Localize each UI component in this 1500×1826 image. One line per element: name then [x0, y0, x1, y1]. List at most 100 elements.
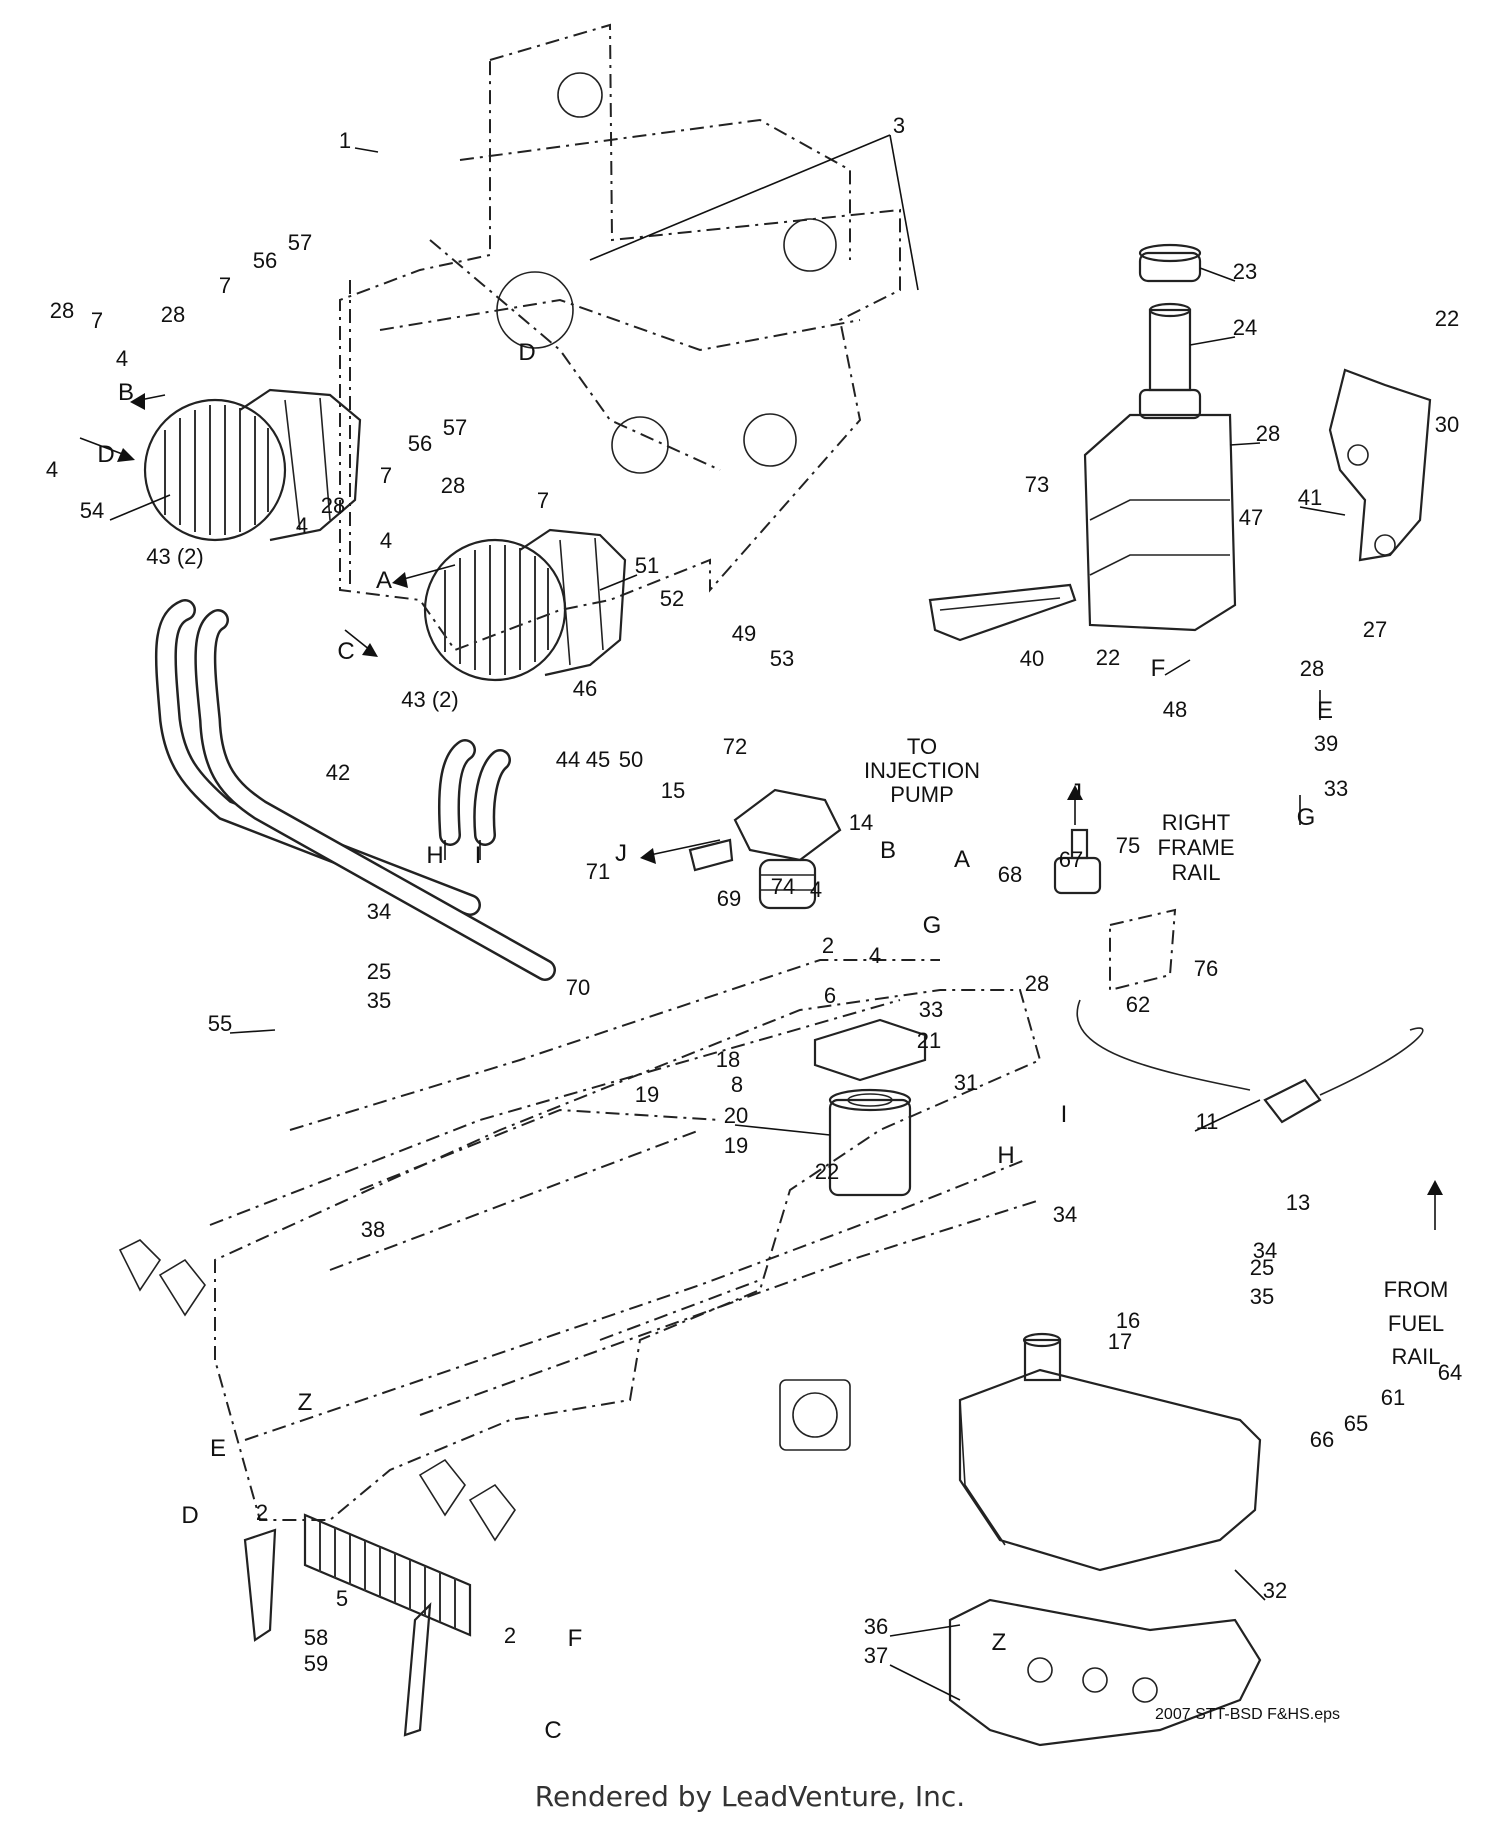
- flow-connection-letter: F: [568, 1625, 583, 1652]
- part-callout: 73: [1025, 472, 1049, 497]
- part-callout: 75: [1116, 833, 1140, 858]
- main-frame: [118, 959, 1042, 1542]
- flow-connection-letter: A: [954, 846, 970, 873]
- flow-connection-letter: E: [210, 1435, 226, 1462]
- part-callout: 72: [723, 734, 747, 759]
- flow-connection-letter: H: [426, 842, 443, 869]
- flow-connection-letter: B: [880, 837, 896, 864]
- part-callout: 39: [1314, 731, 1338, 756]
- part-callout: 76: [1194, 956, 1218, 981]
- hydraulic-hoses: [154, 599, 556, 981]
- flow-connection-letter: C: [337, 638, 354, 665]
- part-callout: 69: [717, 886, 741, 911]
- flow-connection-letter: I: [1061, 1101, 1068, 1128]
- part-callout: 43 (2): [401, 687, 458, 712]
- flow-connection-letter: G: [923, 912, 942, 939]
- part-callout: 16: [1116, 1308, 1140, 1333]
- flow-connection-letter: J: [615, 840, 627, 867]
- part-callout: 33: [1324, 776, 1348, 801]
- part-callout: 20: [724, 1103, 748, 1128]
- part-callout: 7: [380, 463, 392, 488]
- part-callout: 54: [80, 498, 104, 523]
- note-line: RAIL: [1172, 860, 1221, 885]
- note-line: TO: [907, 734, 937, 759]
- part-callout: 44: [556, 747, 580, 772]
- part-callout: 5: [336, 1586, 348, 1611]
- hydro-pump-right: [423, 528, 627, 682]
- part-callout: 14: [849, 810, 873, 835]
- flow-connection-letter: B: [118, 379, 134, 406]
- part-callout: 30: [1435, 412, 1459, 437]
- part-callout: 74: [771, 874, 795, 899]
- part-callout: 49: [732, 621, 756, 646]
- flow-connection-letter: D: [97, 441, 114, 468]
- part-callout: 8: [731, 1072, 743, 1097]
- part-callout: 22: [815, 1159, 839, 1184]
- part-callout: 4: [46, 457, 58, 482]
- part-callout: 28: [1025, 971, 1049, 996]
- part-callout: 7: [219, 273, 231, 298]
- source-file-name: 2007 STT-BSD F&HS.eps: [1155, 1706, 1340, 1723]
- part-callout: 28: [321, 493, 345, 518]
- part-callout: 15: [661, 778, 685, 803]
- part-callout: 28: [441, 473, 465, 498]
- flow-connection-letter: D: [181, 1502, 198, 1529]
- render-credit: Rendered by LeadVenture, Inc.: [534, 1780, 966, 1813]
- note-line: INJECTION: [864, 758, 980, 783]
- flow-connection-letter: E: [1317, 697, 1333, 724]
- part-callout: 70: [566, 975, 590, 1000]
- part-callout: 28: [1300, 656, 1324, 681]
- fuel-pump-assembly: [1053, 828, 1424, 1124]
- part-callout: 40: [1020, 646, 1044, 671]
- part-callout: 41: [1298, 485, 1322, 510]
- part-callout: 7: [91, 308, 103, 333]
- part-callout: 4: [380, 528, 392, 553]
- part-callout: 50: [619, 747, 643, 772]
- part-callout: 45: [586, 747, 610, 772]
- part-callout: 31: [954, 1070, 978, 1095]
- flow-connection-letter: Z: [992, 1629, 1007, 1656]
- part-callout: 57: [288, 230, 312, 255]
- part-callout: 13: [1286, 1190, 1310, 1215]
- part-callout: 2: [504, 1623, 516, 1648]
- part-callout: 17: [1108, 1329, 1132, 1354]
- part-callout: 21: [917, 1028, 941, 1053]
- part-callout: 4: [116, 346, 128, 371]
- part-callout: 55: [208, 1011, 232, 1036]
- flow-connection-letter: D: [518, 339, 535, 366]
- part-callout: 2: [822, 933, 834, 958]
- part-callout: 25: [367, 959, 391, 984]
- part-callout: 34: [367, 899, 391, 924]
- flow-connection-letter: Z: [298, 1389, 313, 1416]
- part-callout: 25: [1250, 1255, 1274, 1280]
- note-line: PUMP: [890, 782, 954, 807]
- flow-connection-letter: G: [1297, 804, 1316, 831]
- part-callout: 4: [869, 943, 881, 968]
- part-callout: 38: [361, 1217, 385, 1242]
- fuel-tank: [958, 1332, 1262, 1572]
- reservoir-brackets: [928, 368, 1432, 642]
- note-line: FUEL: [1388, 1311, 1444, 1336]
- engine-mount-plate: [339, 23, 901, 652]
- oil-filter: [813, 1018, 927, 1197]
- part-callout: 47: [1239, 505, 1263, 530]
- note-to-injection-pump: TO INJECTION PUMP: [864, 734, 980, 807]
- part-callout: 65: [1344, 1411, 1368, 1436]
- part-callout: 48: [1163, 697, 1187, 722]
- note-line: FROM: [1384, 1277, 1449, 1302]
- part-callout: 46: [573, 676, 597, 701]
- part-callout: 36: [864, 1614, 888, 1639]
- leader-lines: [109, 134, 1346, 1701]
- part-callout: 3: [893, 113, 905, 138]
- part-callout: 22: [1435, 306, 1459, 331]
- note-line: RIGHT: [1162, 810, 1230, 835]
- part-callout: 23: [1233, 259, 1257, 284]
- part-callout: 28: [1256, 421, 1280, 446]
- part-callout: 34: [1053, 1202, 1077, 1227]
- part-callout: 6: [824, 983, 836, 1008]
- part-callout: 42: [326, 760, 350, 785]
- part-callout: 66: [1310, 1427, 1334, 1452]
